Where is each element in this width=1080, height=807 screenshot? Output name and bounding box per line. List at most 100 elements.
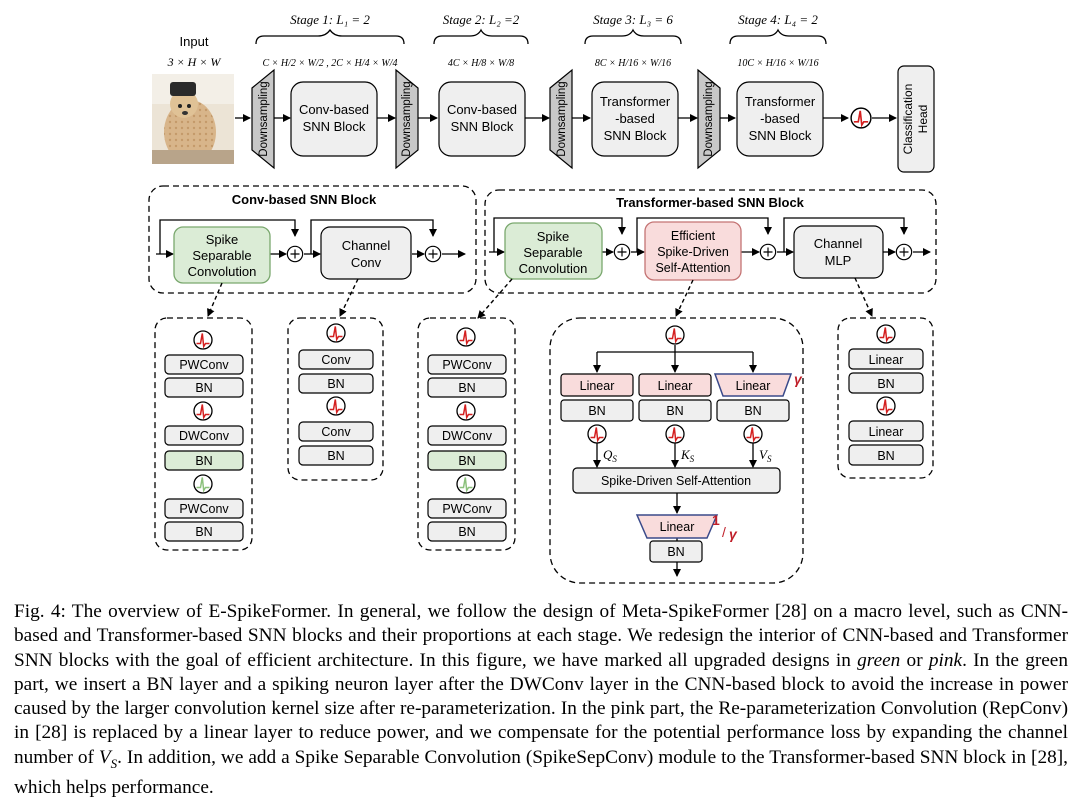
spike-neuron-icon xyxy=(743,424,763,444)
stage-4-brace xyxy=(729,28,827,45)
q-label: QS xyxy=(603,447,617,464)
caption-segment: pink xyxy=(928,649,963,671)
svg-text:Linear: Linear xyxy=(869,353,904,367)
svg-text:Linear: Linear xyxy=(869,425,904,439)
stage-2-header: Stage 2: L₂ =2 4C × H/8 × W/8 xyxy=(433,12,529,69)
svg-text:BN: BN xyxy=(588,404,605,418)
stage-3-dims: 8C × H/16 × W/16 xyxy=(595,58,671,69)
stage-3-header: Stage 3: L₃ = 6 8C × H/16 × W/16 xyxy=(584,12,682,69)
spike-neuron-icon xyxy=(456,401,476,421)
svg-text:Downsampling: Downsampling xyxy=(703,81,715,156)
trans-channel-mlp-box: Channel MLP xyxy=(793,225,884,279)
svg-text:PWConv: PWConv xyxy=(179,358,229,372)
conv-block-title: Conv-based SNN Block xyxy=(232,192,377,207)
svg-text:BN: BN xyxy=(744,404,761,418)
stage-1-dims: C × H/2 × W/2 , 2C × H/4 × W/4 xyxy=(262,58,397,69)
downsampling-1: Downsampling xyxy=(251,68,275,170)
input-dims: 3 × H × W xyxy=(167,55,222,69)
stage-4-title: Stage 4: L₄ = 2 xyxy=(738,12,818,27)
stage-3-title: Stage 3: L₃ = 6 xyxy=(593,12,673,27)
trans-sepconv-box: Spike Separable Convolution xyxy=(504,222,603,280)
spike-neuron-icon xyxy=(665,325,685,345)
svg-text:PWConv: PWConv xyxy=(179,502,229,516)
svg-text:Conv: Conv xyxy=(321,425,351,439)
spike-neuron-icon xyxy=(876,396,896,416)
stage-2-brace xyxy=(433,28,529,45)
svg-text:Transformer: Transformer xyxy=(600,94,671,109)
caption-segment: . In the green part, we insert a BN laye… xyxy=(14,649,1069,768)
svg-text:Spike-Driven: Spike-Driven xyxy=(657,245,729,259)
stage-1-header: Stage 1: L₁ = 2 C × H/2 × W/2 , 2C × H/4… xyxy=(255,12,405,69)
stage-2-title: Stage 2: L₂ =2 xyxy=(443,12,520,27)
svg-text:SNN Block: SNN Block xyxy=(604,128,667,143)
svg-text:Spike-Driven Self-Attention: Spike-Driven Self-Attention xyxy=(601,474,751,488)
spike-neuron-icon xyxy=(587,424,607,444)
spike-neuron-icon xyxy=(665,424,685,444)
svg-text:BN: BN xyxy=(195,525,212,539)
stage-4-transformer-block: Transformer -based SNN Block xyxy=(736,81,824,157)
svg-text:Channel: Channel xyxy=(814,236,863,251)
svg-text:Linear: Linear xyxy=(658,379,693,393)
svg-text:Conv-based: Conv-based xyxy=(447,102,517,117)
svg-text:MLP: MLP xyxy=(825,253,852,268)
svg-text:Spike: Spike xyxy=(537,229,570,244)
svg-text:DWConv: DWConv xyxy=(179,429,230,443)
svg-text:SNN Block: SNN Block xyxy=(749,128,812,143)
svg-text:PWConv: PWConv xyxy=(442,358,492,372)
transformer-block-detail: Transformer-based SNN Block Spike Separa… xyxy=(484,189,937,294)
stage-2-conv-block: Conv-based SNN Block xyxy=(438,81,526,157)
caption-segment: V xyxy=(98,746,111,768)
spike-neuron-icon xyxy=(850,107,872,129)
plus-icon xyxy=(424,245,442,263)
svg-text:Efficient: Efficient xyxy=(671,229,716,243)
v-label: VS xyxy=(759,447,772,464)
svg-text:Transformer: Transformer xyxy=(745,94,816,109)
svg-text:Convolution: Convolution xyxy=(188,264,257,279)
classification-head: Classification Head xyxy=(897,65,935,173)
spike-neuron-green-icon xyxy=(456,474,476,494)
stage-3-brace xyxy=(584,28,682,45)
sepconv-detail-transformer: PWConv BN DWConv BN PWConv BN xyxy=(417,317,516,551)
figure-caption: Fig. 4: The overview of E-SpikeFormer. I… xyxy=(14,600,1068,800)
svg-text:Linear: Linear xyxy=(660,520,695,534)
svg-text:Spike: Spike xyxy=(206,232,239,247)
channel-conv-detail: Conv BN Conv BN xyxy=(287,317,384,481)
svg-text:Downsampling: Downsampling xyxy=(556,81,568,156)
attention-detail: Linear Linear Linear γ BN BN BN QS KS VS… xyxy=(549,317,804,584)
caption-segment: . In addition, we add a Spike Separable … xyxy=(14,746,1068,798)
spike-neuron-green-icon xyxy=(193,474,213,494)
svg-text:BN: BN xyxy=(195,454,212,468)
svg-text:SNN Block: SNN Block xyxy=(303,119,366,134)
svg-text:BN: BN xyxy=(458,525,475,539)
transformer-block-title: Transformer-based SNN Block xyxy=(616,195,805,210)
svg-text:-based: -based xyxy=(760,111,800,126)
conv-channel-conv-box: Channel Conv xyxy=(320,226,412,280)
svg-text:BN: BN xyxy=(458,454,475,468)
top-pipeline: Input 3 × H × W Stage 1: L₁ = 2 C × H/2 … xyxy=(152,12,935,173)
caption-segment: or xyxy=(900,649,929,671)
svg-text:SNN Block: SNN Block xyxy=(451,119,514,134)
svg-text:BN: BN xyxy=(666,404,683,418)
k-label: KS xyxy=(680,447,695,464)
svg-text:-based: -based xyxy=(615,111,655,126)
input-image xyxy=(152,74,234,164)
downsampling-4: Downsampling xyxy=(697,68,721,170)
stage-1-brace xyxy=(255,28,405,45)
svg-text:Downsampling: Downsampling xyxy=(258,81,270,156)
svg-text:Separable: Separable xyxy=(192,248,251,263)
gamma-label: γ xyxy=(794,371,803,387)
svg-text:BN: BN xyxy=(667,545,684,559)
svg-text:Downsampling: Downsampling xyxy=(401,81,413,156)
svg-text:Conv: Conv xyxy=(351,255,382,270)
svg-text:Conv: Conv xyxy=(321,353,351,367)
svg-text:Linear: Linear xyxy=(736,379,771,393)
plus-icon xyxy=(895,243,913,261)
downsampling-2: Downsampling xyxy=(395,68,419,170)
svg-text:Classification: Classification xyxy=(901,84,915,155)
caption-segment: Fig. 4: The overview of E-SpikeFormer. I… xyxy=(14,601,1068,671)
spike-neuron-icon xyxy=(193,401,213,421)
spike-neuron-icon xyxy=(456,327,476,347)
svg-text:Linear: Linear xyxy=(580,379,615,393)
svg-text:BN: BN xyxy=(877,449,894,463)
svg-text:Channel: Channel xyxy=(342,238,391,253)
